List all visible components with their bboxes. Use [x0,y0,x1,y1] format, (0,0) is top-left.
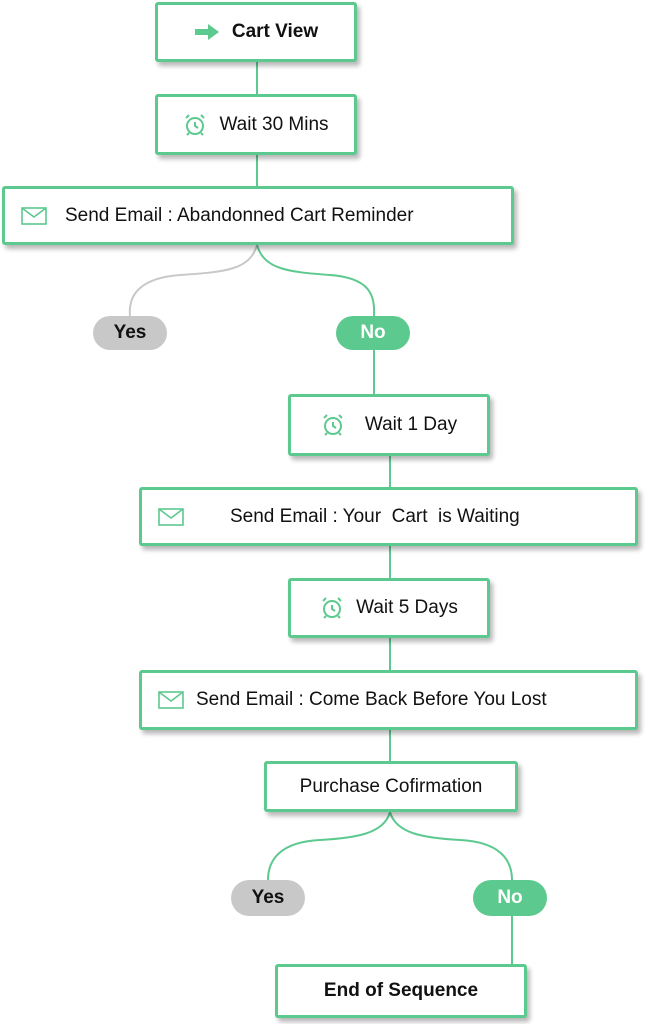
envelope-icon [158,691,184,709]
wait-30-mins-node[interactable]: Wait 30 Mins [155,94,357,155]
send-email-come-back-node[interactable]: Send Email : Come Back Before You Lost [139,670,638,730]
alarm-clock-icon [320,596,344,620]
connector-no-branch [256,244,376,317]
branch-yes-pill[interactable]: Yes [93,316,167,350]
send-email-reminder-node[interactable]: Send Email : Abandonned Cart Reminder [2,186,514,245]
wait-5-days-node[interactable]: Wait 5 Days [288,578,490,638]
send-email-waiting-node[interactable]: Send Email : Your Cart is Waiting [139,487,638,546]
alarm-clock-icon [183,113,207,137]
node-label: Wait 30 Mins [219,113,329,135]
node-label: Send Email : Your Cart is Waiting [230,505,520,527]
branch-yes-label: Yes [113,322,147,343]
end-of-sequence-node[interactable]: End of Sequence [275,964,527,1018]
connector-yes-branch-2 [267,811,391,881]
envelope-icon [158,507,184,526]
node-label: Cart View [231,21,319,42]
branch-no-label: No [497,887,523,908]
node-label: Purchase Cofirmation [299,775,483,797]
node-label: End of Sequence [323,980,479,1001]
purchase-confirmation-node[interactable]: Purchase Cofirmation [264,761,518,812]
alarm-clock-icon [321,413,345,437]
branch-no-pill[interactable]: No [336,316,410,350]
node-label: Wait 5 Days [356,597,458,618]
envelope-icon [21,206,47,225]
node-label: Wait 1 Day [364,414,458,435]
branch-no-label: No [360,322,386,343]
wait-1-day-node[interactable]: Wait 1 Day [288,394,490,456]
cart-view-node[interactable]: Cart View [155,2,357,62]
arrow-right-icon [194,24,220,40]
node-label: Send Email : Abandonned Cart Reminder [65,204,414,226]
connector-no-branch-2 [389,811,513,881]
branch-yes-pill-2[interactable]: Yes [231,880,305,916]
branch-no-pill-2[interactable]: No [473,880,547,916]
node-label: Send Email : Come Back Before You Lost [196,689,547,710]
connector-yes-branch [128,244,258,317]
branch-yes-label: Yes [251,887,285,908]
